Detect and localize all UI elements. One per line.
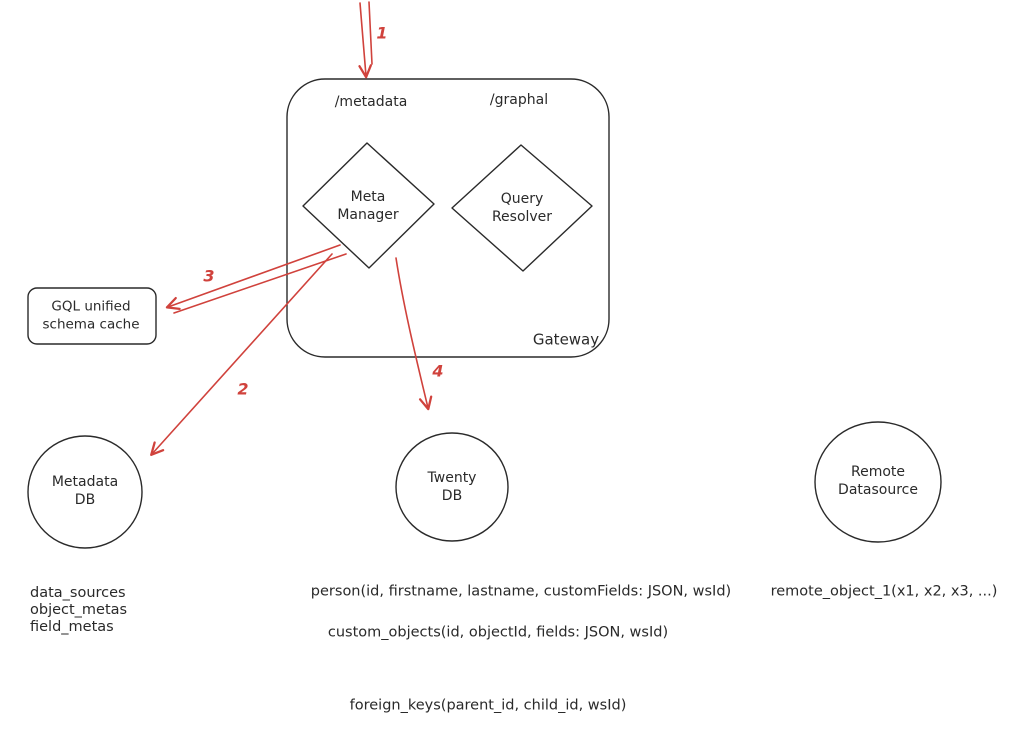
metadata-db-label: Metadata DB <box>51 473 119 508</box>
route-graphql-label: /graphal <box>489 91 549 108</box>
arrow-3-second-stroke <box>173 253 347 314</box>
metadata-db-circle <box>27 435 143 549</box>
arrow-2 <box>150 253 333 456</box>
route-metadata-label: /metadata <box>334 93 408 110</box>
schema-cache-label: GQL unified schema cache <box>42 298 140 332</box>
metadata-db-tables: data_sources object_metas field_metas <box>30 585 127 636</box>
arrow-4-number: 4 <box>432 361 444 381</box>
meta-manager-label: Meta Manager <box>337 188 399 223</box>
arrow-1 <box>358 2 372 79</box>
twenty-db-label: Twenty DB <box>427 469 477 504</box>
gateway-box <box>286 78 610 358</box>
meta-manager-diamond <box>302 142 435 269</box>
arrow-3-number: 3 <box>203 266 215 286</box>
schema-cache-box <box>27 287 157 345</box>
query-resolver-diamond <box>451 144 593 272</box>
twenty-db-circle <box>395 432 509 542</box>
foreign-keys-schema-label: foreign_keys(parent_id, child_id, wsId) <box>349 697 627 714</box>
custom-objects-schema-label: custom_objects(id, objectId, fields: JSO… <box>327 624 669 641</box>
arrow-4 <box>395 257 433 411</box>
query-resolver-label: Query Resolver <box>491 190 553 225</box>
metadata-table-item: data_sources <box>30 585 126 601</box>
metadata-table-item: field_metas <box>30 619 114 635</box>
metadata-table-item: object_metas <box>30 602 128 618</box>
arrow-3 <box>165 244 341 311</box>
arrow-2-number: 2 <box>237 379 249 399</box>
arrow-1-number: 1 <box>376 23 388 43</box>
remote-datasource-label: Remote Datasource <box>838 463 918 498</box>
remote-object-schema-label: remote_object_1(x1, x2, x3, ...) <box>770 583 998 600</box>
person-schema-label: person(id, firstname, lastname, customFi… <box>310 583 732 600</box>
gateway-label: Gateway <box>532 330 600 349</box>
arrow-1-second-stroke <box>368 1 373 65</box>
remote-datasource-circle <box>814 421 942 543</box>
